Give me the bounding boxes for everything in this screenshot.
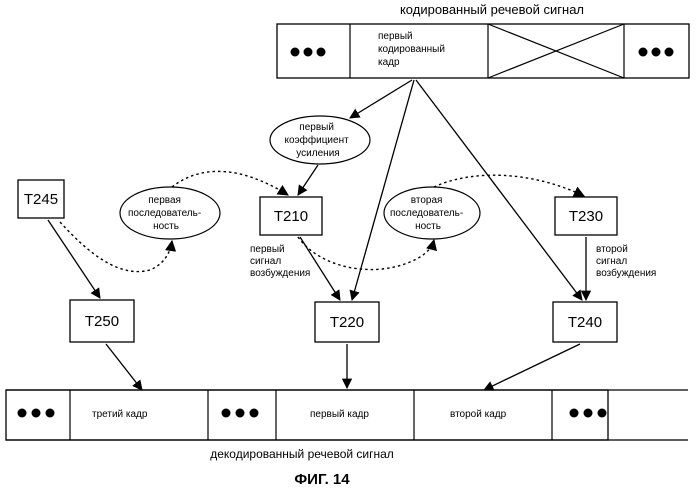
- figure-caption: ФИГ. 14: [294, 471, 350, 488]
- ellipsis-dots-bottom-middle: [222, 409, 259, 418]
- box-t240: T240: [553, 302, 617, 342]
- box-t230: T230: [555, 197, 617, 235]
- second-frame-label: второй кадр: [450, 409, 507, 420]
- dotted-seq2-to-t230: [434, 175, 584, 196]
- svg-text:первый коэффициент: первый коэффициент усиления: [285, 122, 352, 159]
- encoded-signal-bar: первый кодированный кадр: [277, 24, 689, 78]
- first-frame-label: первый кадр: [310, 409, 369, 420]
- svg-text:T220: T220: [330, 314, 364, 331]
- ellipsis-dots-left: [291, 48, 326, 57]
- svg-text:T240: T240: [568, 314, 602, 331]
- dotted-seq1-to-t210: [172, 171, 288, 195]
- arrow-frame-to-t240: [416, 80, 582, 300]
- encoded-signal-title: кодированный речевой сигнал: [400, 2, 584, 17]
- gain-ellipse: первый коэффициент усиления: [270, 116, 370, 164]
- arrow-frame-to-t220: [352, 80, 414, 300]
- decoded-signal-bar: третий кадр первый кадр второй кадр: [6, 390, 688, 440]
- arrow-t250-to-third-frame: [106, 344, 142, 390]
- box-t250: T250: [70, 300, 134, 342]
- svg-text:T230: T230: [569, 208, 603, 225]
- ellipsis-dots-bottom-right: [570, 409, 607, 418]
- ellipsis-dots-bottom-left: [18, 409, 55, 418]
- box-t245: T245: [18, 180, 64, 218]
- crossed-frame: [488, 24, 624, 78]
- svg-text:первая последователь-: первая последователь- ность: [128, 195, 204, 232]
- dotted-t210-to-seq2: [298, 237, 434, 270]
- second-excitation-label: второй сигнал возбуждения: [596, 244, 656, 279]
- first-excitation-label: первый сигнал возбуждения: [250, 244, 310, 279]
- svg-text:T245: T245: [24, 191, 58, 208]
- first-encoded-frame-label: первый кодированный кадр: [378, 31, 448, 68]
- box-t210: T210: [260, 197, 322, 235]
- first-sequence-ellipse: первая последователь- ность: [120, 187, 220, 239]
- svg-text:T250: T250: [85, 313, 119, 330]
- decoded-signal-title: декодированный речевой сигнал: [210, 447, 394, 461]
- svg-text:вторая последователь-: вторая последователь- ность: [390, 195, 466, 232]
- arrow-frame-to-gain: [350, 80, 412, 118]
- svg-text:T210: T210: [274, 208, 308, 225]
- arrow-t240-to-second-frame: [484, 344, 580, 390]
- second-sequence-ellipse: вторая последователь- ность: [384, 187, 480, 239]
- arrow-gain-to-t210: [298, 165, 318, 195]
- ellipsis-dots-right: [639, 48, 674, 57]
- third-frame-label: третий кадр: [92, 409, 148, 420]
- box-t220: T220: [315, 302, 379, 342]
- arrow-t245-to-t250: [48, 220, 100, 298]
